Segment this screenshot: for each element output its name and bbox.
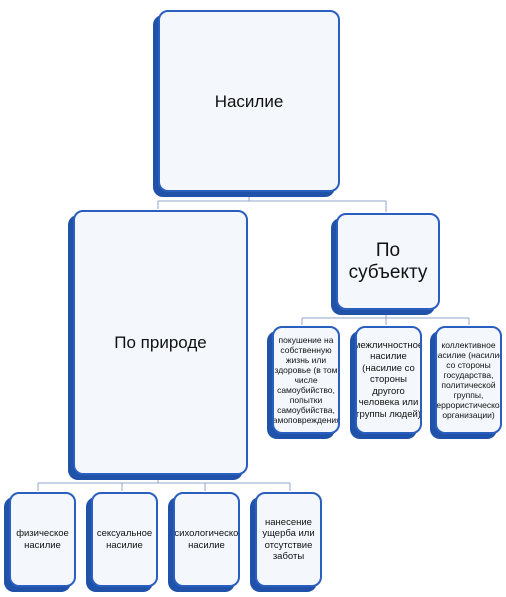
by-nature-label: По природе (114, 333, 207, 352)
subject-child-interpersonal: межличностное насилие (насилие со сторон… (350, 326, 422, 439)
by-subject-label: По субъекту (348, 239, 428, 283)
nature-child-label: сексуальное насилие (96, 528, 153, 551)
subject-child-label: покушение на собственную жизнь или здоро… (272, 335, 340, 425)
root-node: Насилие (153, 10, 340, 197)
nature-child-neglect: нанесение ущерба или отсутствие заботы (250, 492, 322, 592)
nature-child-label: физическое насилие (16, 528, 69, 551)
nature-child-label: психологическое насилие (173, 528, 240, 551)
nature-child-physical: физическое насилие (4, 492, 76, 592)
subject-child-collective: коллективное насилие (насилие со стороны… (430, 326, 502, 439)
subject-child-self-directed: покушение на собственную жизнь или здоро… (267, 326, 340, 439)
nature-child-sexual: сексуальное насилие (86, 492, 158, 592)
nature-child-psychological: психологическое насилие (168, 492, 240, 592)
root-label: Насилие (214, 91, 284, 111)
by-subject-node: По субъекту (331, 213, 440, 315)
by-nature-node: По природе (68, 210, 248, 480)
subject-child-label: межличностное насилие (насилие со сторон… (355, 339, 422, 420)
nature-child-label: нанесение ущерба или отсутствие заботы (262, 516, 315, 563)
subject-child-label: коллективное насилие (насилие со стороны… (435, 340, 502, 420)
